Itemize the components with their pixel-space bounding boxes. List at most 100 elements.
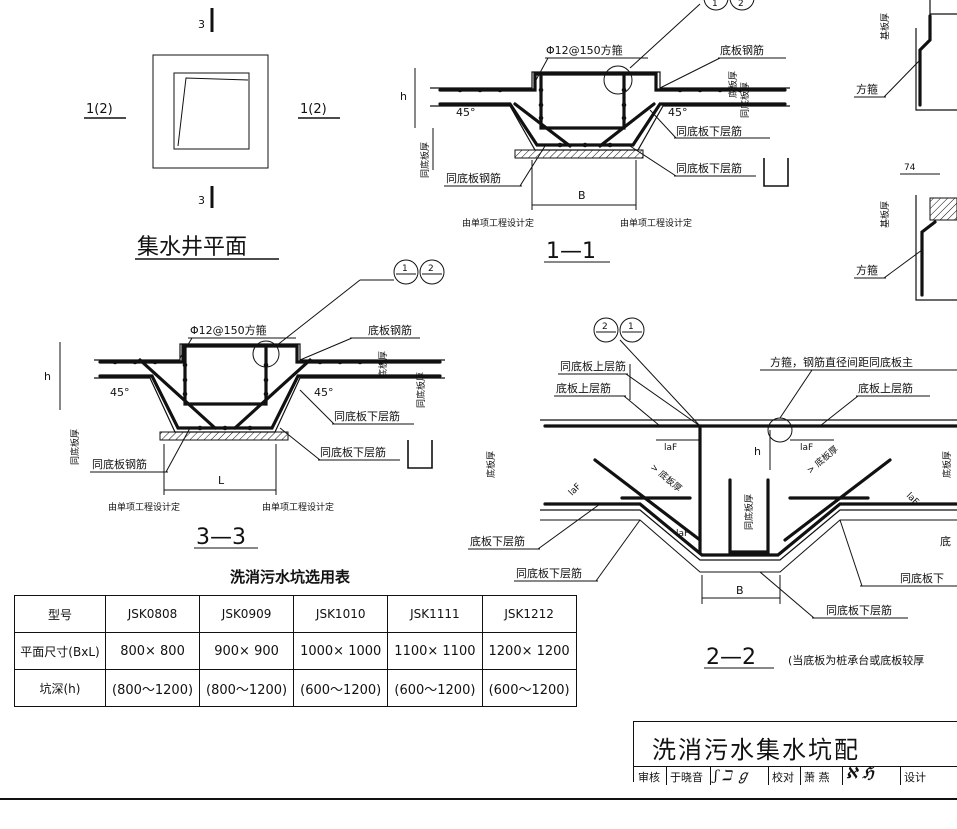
s22-callout-1: 1 (628, 322, 634, 332)
s22-title: 2—2 (706, 645, 756, 670)
table-header-cell: JSK1212 (481, 595, 577, 633)
s22-same-upper: 同底板上层筋 (560, 359, 626, 373)
s11-callout-1: 1 (712, 0, 718, 9)
s33-same-bottom-lower: 同底板下层筋 (334, 409, 400, 423)
s33-dim-l: L (218, 474, 225, 487)
s33-angle-right: 45° (314, 386, 334, 399)
bottom-border-line (0, 798, 957, 800)
s22-slab-thk-right: 底板厚 (941, 451, 953, 478)
selection-table: 型号 JSK0808 JSK0909 JSK1010 JSK1111 JSK12… (14, 595, 577, 707)
reviewer-name: 于晓音 (670, 771, 703, 784)
detail-bottom-stirrup: 方箍 (856, 263, 878, 277)
design-label: 设计 (904, 771, 926, 784)
table-row-label: 坑深(h) (14, 669, 106, 707)
s33-by-project-right: 由单项工程设计定 (262, 501, 334, 513)
s11-detail-circle (603, 65, 633, 95)
s22-same-slab-thk: 同底板厚 (743, 494, 755, 530)
table-header-label: 型号 (14, 595, 106, 633)
s11-stirrup: Φ12@150方箍 (546, 43, 623, 57)
table-cell: 1100× 1100 (387, 632, 483, 670)
detail-top-slab-thk: 基板厚 (879, 13, 891, 40)
s22-stirrup-note: 方箍，钢筋直径间距同底板主 (770, 355, 913, 369)
s33-same-slab-thk: 同底板厚 (415, 372, 427, 408)
s11-top-rebar (438, 72, 787, 92)
s11-diag-right (598, 102, 656, 148)
s22-dim-h: h (754, 445, 761, 458)
check-label: 校对 (772, 771, 794, 784)
reviewer-signature: ʃ ℶ ℊ (714, 768, 751, 784)
plan-mark-left: 1(2) (86, 102, 113, 117)
s11-by-project-left: 由单项工程设计定 (462, 217, 534, 229)
s11-cushion (514, 149, 644, 159)
table-row: 型号 JSK0808 JSK0909 JSK1010 JSK1111 JSK12… (14, 595, 577, 633)
s22-gt-slab-thk-left: > 底板厚 (648, 461, 684, 494)
detail-top-stirrup: 方箍 (856, 82, 878, 96)
review-label: 审核 (638, 771, 660, 784)
table-header-cell: JSK0909 (199, 595, 295, 633)
s33-cushion (159, 431, 289, 441)
s22-bottom-rebar (543, 502, 957, 557)
s22-laf-2: laF (800, 443, 813, 453)
table-caption: 洗消污水坑选用表 (230, 568, 351, 586)
s33-top-surface (94, 343, 445, 361)
table-cell: (600～1200) (481, 669, 577, 707)
s11-same-bottom-lower: 同底板下层筋 (676, 124, 742, 138)
s22-lower-right-cut: 底 (940, 534, 951, 548)
s33-same-bottom-lower-2: 同底板下层筋 (320, 445, 386, 459)
s33-diag-right (233, 358, 312, 430)
s11-dim-h: h (400, 90, 407, 103)
right-details: 基板厚 方箍 74 基板厚 方箍 (854, 0, 957, 301)
table-cell: (800～1200) (199, 669, 295, 707)
s11-dim-b: B (578, 189, 586, 202)
plan-slope-line (177, 77, 249, 147)
s33-rebar-dots (112, 359, 383, 431)
s11-callout-2: 2 (738, 0, 744, 9)
s33-angle-left: 45° (110, 386, 130, 399)
plan-mark-top: 3 (198, 18, 205, 31)
s22-lower-left: 底板下层筋 (470, 534, 525, 548)
s11-by-project-right: 由单项工程设计定 (620, 217, 692, 229)
s33-stirrup: Φ12@150方箍 (190, 323, 267, 337)
table-header-cell: JSK0808 (104, 595, 201, 633)
s33-by-project-left: 由单项工程设计定 (108, 501, 180, 513)
checker-signature: ℵ ℌ (846, 764, 874, 782)
s22-same-lower-left: 同底板下层筋 (516, 566, 582, 580)
s22-detail-circle (767, 417, 793, 443)
s33-title: 3—3 (196, 525, 246, 550)
plan-view: 3 3 1(2) 1(2) 集水井平面 (84, 8, 340, 260)
s33-diag-left (138, 358, 217, 430)
s33-same-bottom-rebar: 同底板钢筋 (92, 457, 147, 471)
s22-dim-b: B (736, 584, 744, 597)
s22-upper-right: 底板上层筋 (858, 381, 913, 395)
table-header-cell: JSK1111 (387, 595, 483, 633)
s22-bottom-surface (540, 509, 957, 561)
table-row: 坑深(h) (800～1200) (800～1200) (600～1200) (… (14, 669, 577, 707)
table-header-cell: JSK1010 (293, 595, 389, 633)
s11-same-slab-thk: 同底板厚 (739, 82, 751, 118)
s11-same-bottom-lower-2: 同底板下层筋 (676, 161, 742, 175)
drawing-title: 洗消污水集水坑配 (652, 736, 860, 764)
s11-same-bottom-rebar: 同底板钢筋 (446, 171, 501, 185)
s11-rebar-dots (457, 87, 743, 148)
s11-title: 1—1 (546, 239, 596, 264)
s22-slab-thk: 底板厚 (485, 451, 497, 478)
s22-laf-5: laF (676, 529, 689, 539)
s22-laf-3: laF (567, 482, 583, 498)
table-cell: 900× 900 (199, 632, 295, 670)
s11-diag-left (513, 102, 572, 148)
table-cell: 1200× 1200 (481, 632, 577, 670)
section-2-2: 同底板上层筋 底板上层筋 方箍，钢筋直径间距同底板主 底板上层筋 h 底板厚 同… (468, 317, 957, 670)
detail-dim-74: 74 (904, 163, 916, 173)
s11-angle-right: 45° (668, 106, 688, 119)
s11-callout-circle-2 (729, 0, 755, 11)
s11-bottom-slab-rebar: 底板钢筋 (720, 43, 764, 57)
s11-slab-thk: 底板厚 (727, 71, 739, 98)
s11-callout-circle-1 (703, 0, 729, 11)
s11-same-slab-thk-left: 同底板厚 (419, 142, 431, 178)
checker-name: 萧 燕 (804, 771, 830, 784)
s11-angle-left: 45° (456, 106, 476, 119)
s33-pit-inner-rebar (183, 346, 268, 406)
table-row: 平面尺寸(BxL) 800× 800 900× 900 1000× 1000 1… (14, 632, 577, 670)
s33-slab-thk: 底板厚 (377, 351, 389, 378)
